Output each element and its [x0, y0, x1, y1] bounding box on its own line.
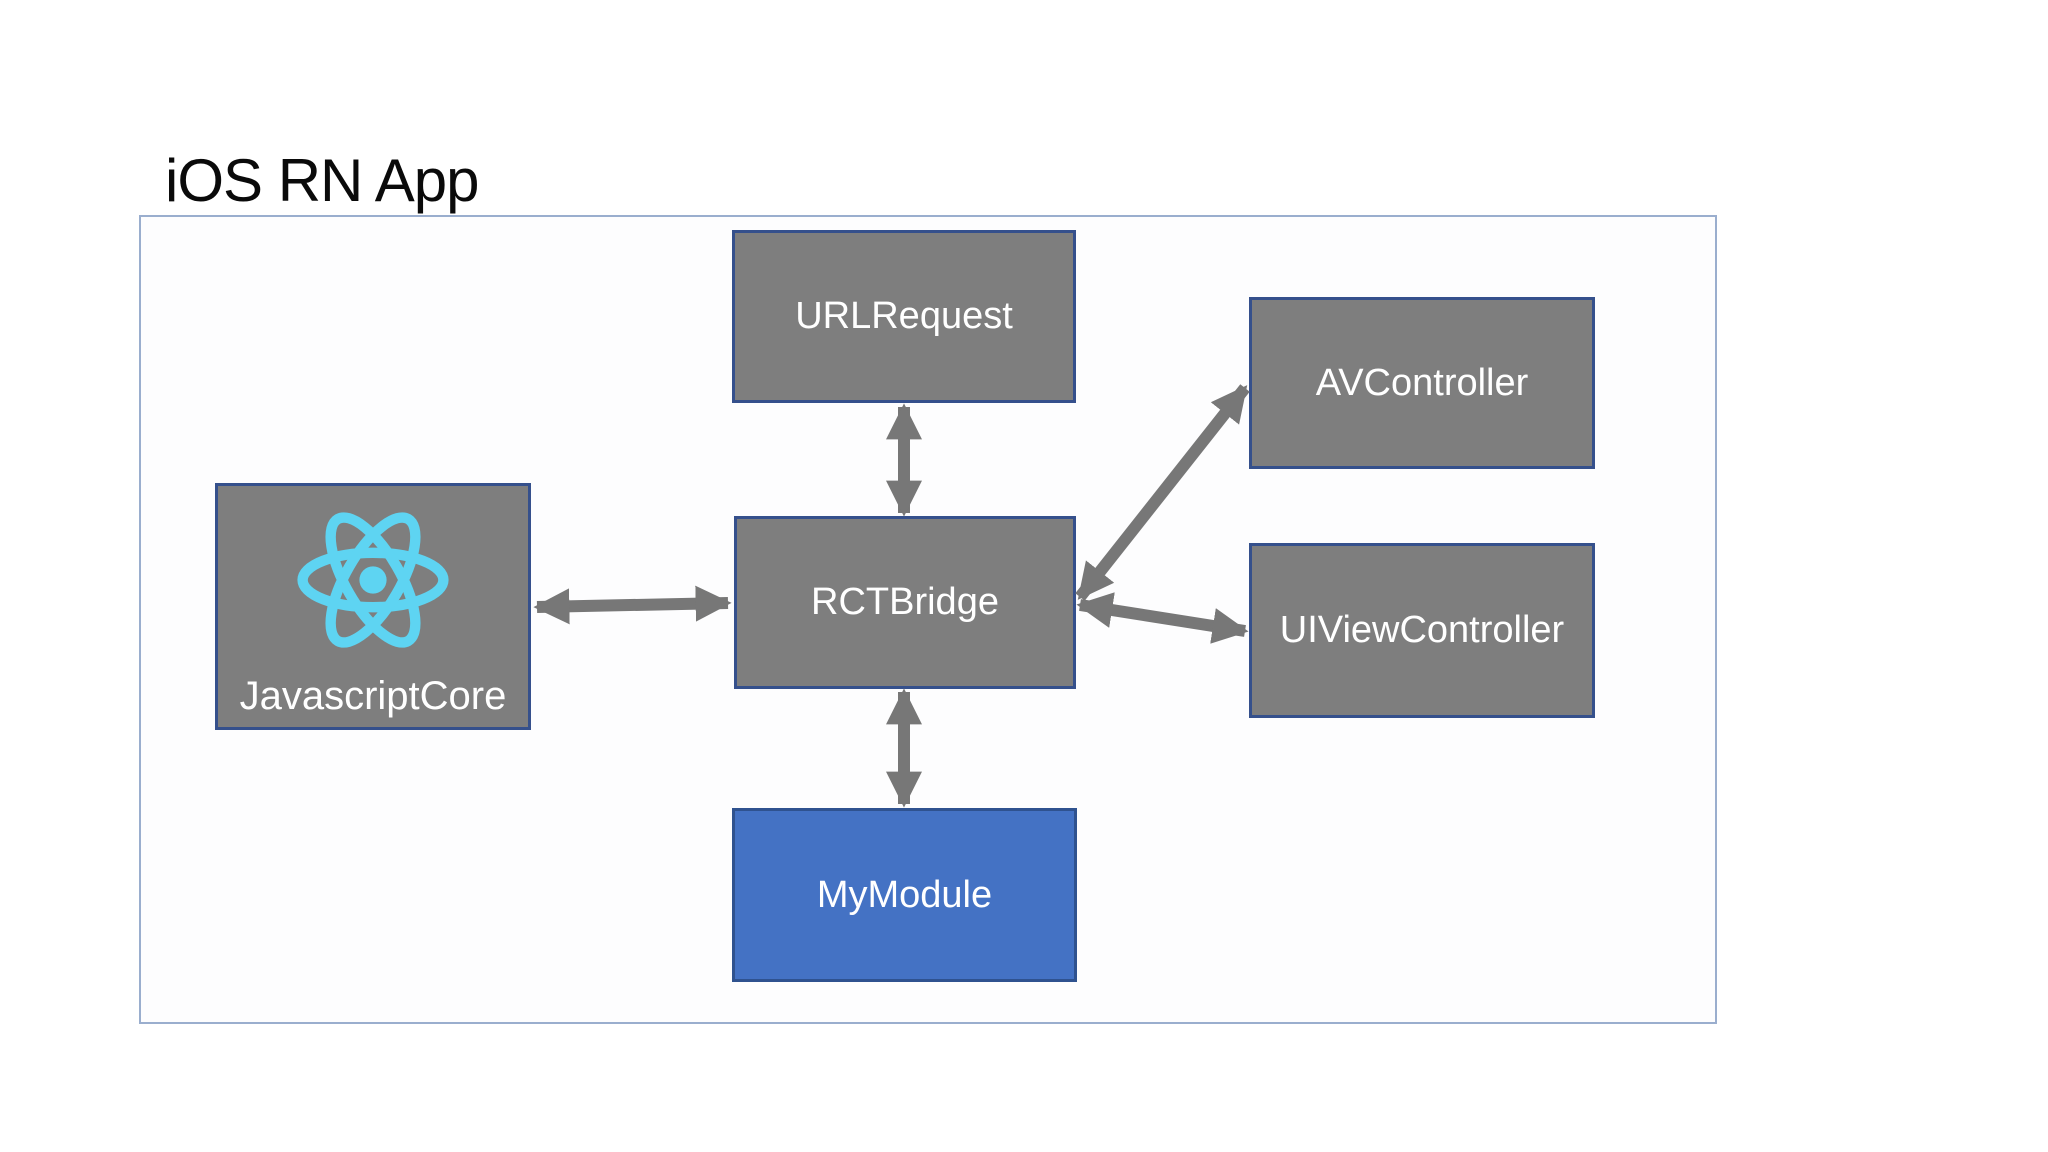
node-javascriptcore: JavascriptCore — [215, 483, 531, 730]
node-rctbridge: RCTBridge — [734, 516, 1076, 689]
node-uiviewcontroller: UIViewController — [1249, 543, 1595, 718]
node-uiviewcontroller-label: UIViewController — [1279, 609, 1565, 651]
node-mymodule: MyModule — [732, 808, 1077, 982]
node-mymodule-label: MyModule — [816, 873, 993, 916]
react-logo-wrap — [218, 486, 528, 674]
react-logo-icon — [297, 512, 449, 648]
diagram-title: iOS RN App — [165, 147, 479, 214]
node-rctbridge-label: RCTBridge — [811, 581, 999, 623]
node-javascriptcore-label: JavascriptCore — [239, 674, 507, 718]
node-avcontroller-label: AVController — [1315, 361, 1529, 404]
node-avcontroller: AVController — [1249, 297, 1595, 469]
node-urlrequest-label: URLRequest — [795, 295, 1013, 337]
node-urlrequest: URLRequest — [732, 230, 1076, 403]
